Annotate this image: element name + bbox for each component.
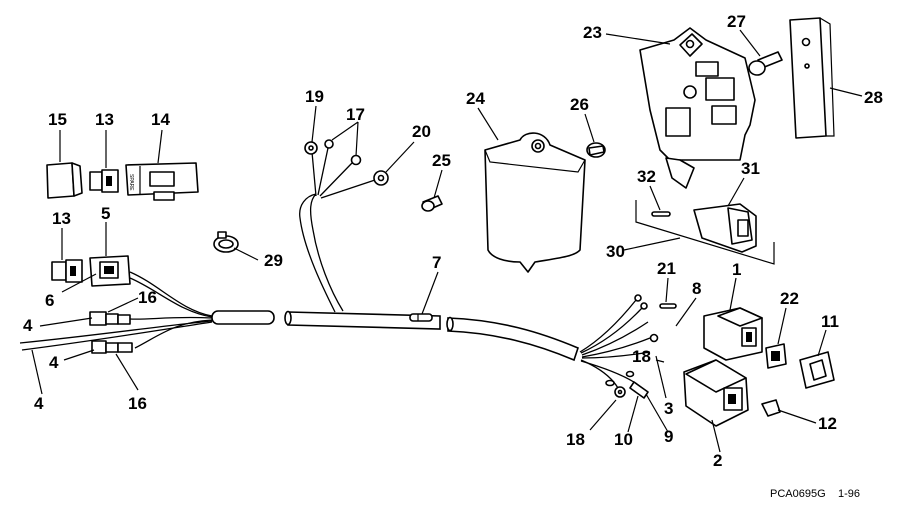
diagram-code: PCA0695G — [770, 488, 826, 500]
callout-30: 30 — [606, 242, 625, 261]
callout-23: 23 — [583, 23, 602, 42]
callout-5: 5 — [101, 204, 110, 223]
callout-16-lower: 16 — [128, 394, 147, 413]
callout-3: 3 — [664, 399, 673, 418]
main-harness-cable — [211, 310, 579, 362]
callout-21: 21 — [657, 259, 676, 278]
mounting-plate-28 — [789, 17, 835, 139]
callout-13-upper: 13 — [95, 110, 114, 129]
right-wire-fanout — [579, 294, 659, 399]
callout-8: 8 — [692, 279, 701, 298]
callout-6: 6 — [45, 291, 54, 310]
seal-22 — [765, 343, 787, 369]
callout-24: 24 — [466, 89, 485, 108]
cable-clamp-29 — [213, 231, 239, 253]
callout-14: 14 — [151, 110, 170, 129]
fuse-connector-5 — [89, 255, 131, 287]
callout-13-lower: 13 — [52, 209, 71, 228]
footer: PCA0695G 1-96 — [770, 488, 860, 500]
kit-bracket-30 — [635, 200, 775, 265]
mounting-bracket-23 — [639, 27, 756, 189]
leader-lines — [31, 29, 863, 453]
fuse-holder-cap-15 — [46, 162, 83, 199]
callout-32: 32 — [637, 167, 656, 186]
callout-labels: 15 13 14 13 5 6 16 4 4 4 16 29 19 17 20 … — [23, 12, 883, 470]
fuse-holder-14: SPARE — [125, 162, 199, 201]
callout-31: 31 — [741, 159, 760, 178]
callout-19: 19 — [305, 87, 324, 106]
callout-18-upper: 18 — [632, 347, 651, 366]
pin-21 — [659, 303, 677, 309]
bullet-connector-7 — [409, 313, 433, 322]
control-module-24 — [484, 132, 586, 273]
callout-22: 22 — [780, 289, 799, 308]
callout-15: 15 — [48, 110, 67, 129]
pin-32 — [651, 211, 671, 217]
callout-25: 25 — [432, 151, 451, 170]
bullet-connector-16-upper — [89, 311, 131, 326]
callout-10: 10 — [614, 430, 633, 449]
callout-27: 27 — [727, 12, 746, 31]
callout-4-middle: 4 — [49, 353, 59, 372]
callout-26: 26 — [570, 95, 589, 114]
callout-12: 12 — [818, 414, 837, 433]
sensor-lead-branch — [299, 139, 389, 313]
callout-4-lower: 4 — [34, 394, 44, 413]
plug-11 — [799, 351, 835, 389]
connector-2 — [683, 359, 749, 427]
callout-1: 1 — [732, 260, 741, 279]
plug-26 — [586, 142, 606, 158]
callout-18-lower: 18 — [566, 430, 585, 449]
callout-28: 28 — [864, 88, 883, 107]
screw-27 — [748, 51, 783, 76]
callout-2: 2 — [713, 451, 722, 470]
callout-20: 20 — [412, 122, 431, 141]
clip-12 — [761, 399, 781, 417]
bullet-connector-16-lower — [91, 340, 133, 354]
screw-25 — [421, 195, 443, 212]
fuse-13-lower — [51, 259, 83, 283]
connector-1 — [703, 307, 763, 361]
left-wire-fanout — [19, 271, 213, 351]
fuse-13-upper — [89, 169, 119, 193]
callout-4-upper: 4 — [23, 316, 33, 335]
callout-9: 9 — [664, 427, 673, 446]
callout-11: 11 — [821, 312, 839, 331]
diagram-date: 1-96 — [838, 488, 860, 500]
callout-17: 17 — [346, 105, 365, 124]
connector-31 — [693, 203, 757, 253]
callout-16-upper: 16 — [138, 288, 157, 307]
callout-7: 7 — [432, 253, 441, 272]
callout-29: 29 — [264, 251, 283, 270]
fuse-spare-marking: SPARE — [128, 174, 134, 191]
